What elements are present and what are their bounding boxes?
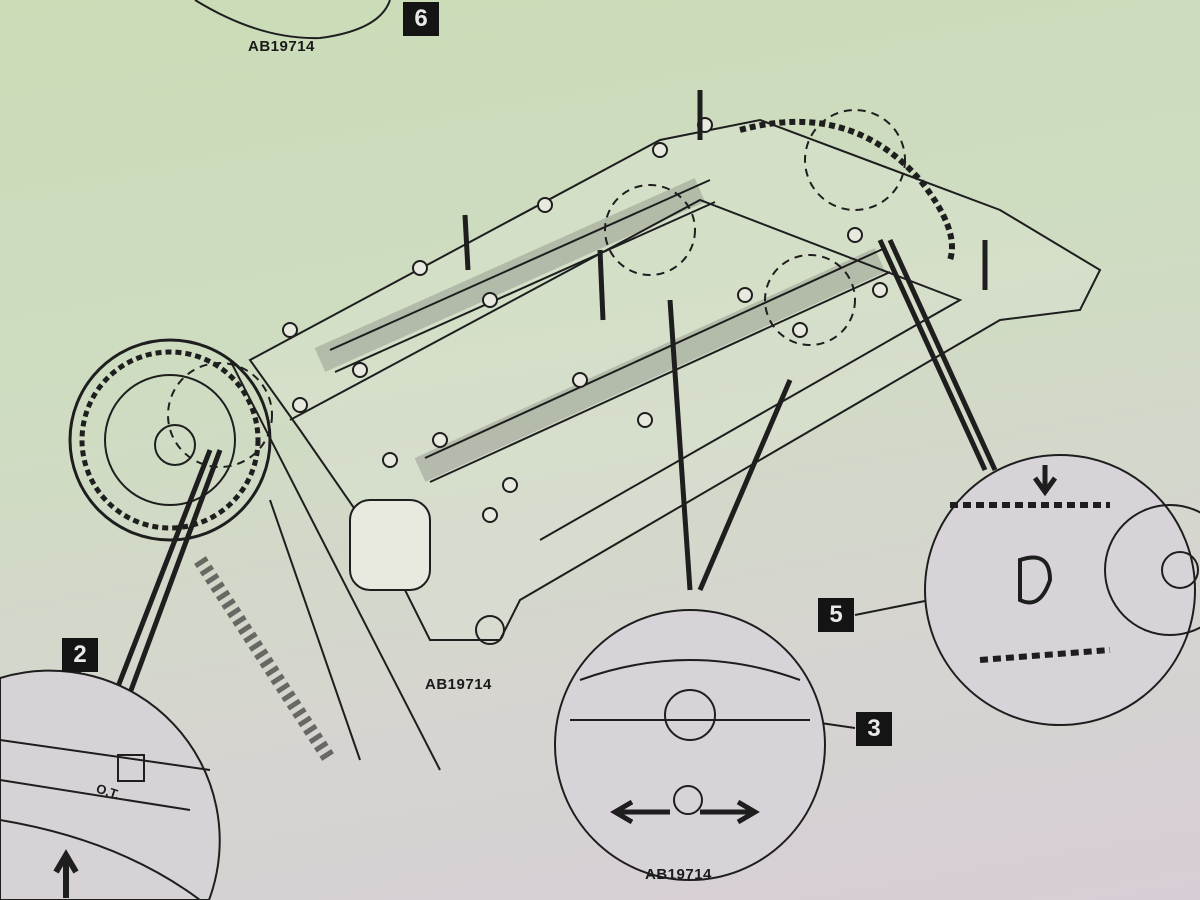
detail-circle-5	[924, 454, 1196, 726]
camshaft-intake	[314, 178, 706, 372]
leader-lines	[102, 238, 998, 721]
callout-5: 5	[818, 598, 854, 632]
callout-3: 3	[856, 712, 892, 746]
timing-chain	[739, 118, 955, 261]
arrow-right-icon	[700, 799, 760, 825]
tdc-arrow	[53, 849, 79, 898]
detail-circle-2	[0, 669, 221, 900]
timing-belt	[229, 359, 441, 771]
tensioner	[349, 499, 431, 591]
callout-6: 6	[403, 2, 439, 36]
camshaft-pulley	[68, 338, 272, 542]
figure-code-top: AB19714	[248, 38, 315, 55]
arrow-down-icon	[1032, 465, 1058, 497]
callout-2: 2	[62, 638, 98, 672]
detail-circle-6	[194, 0, 391, 40]
figure-code-main: AB19714	[425, 676, 492, 693]
arrow-left-icon	[610, 799, 670, 825]
figure-code-detail: AB19714	[645, 866, 712, 883]
camshaft-exhaust	[414, 248, 886, 482]
detail-circle-3	[554, 609, 826, 881]
